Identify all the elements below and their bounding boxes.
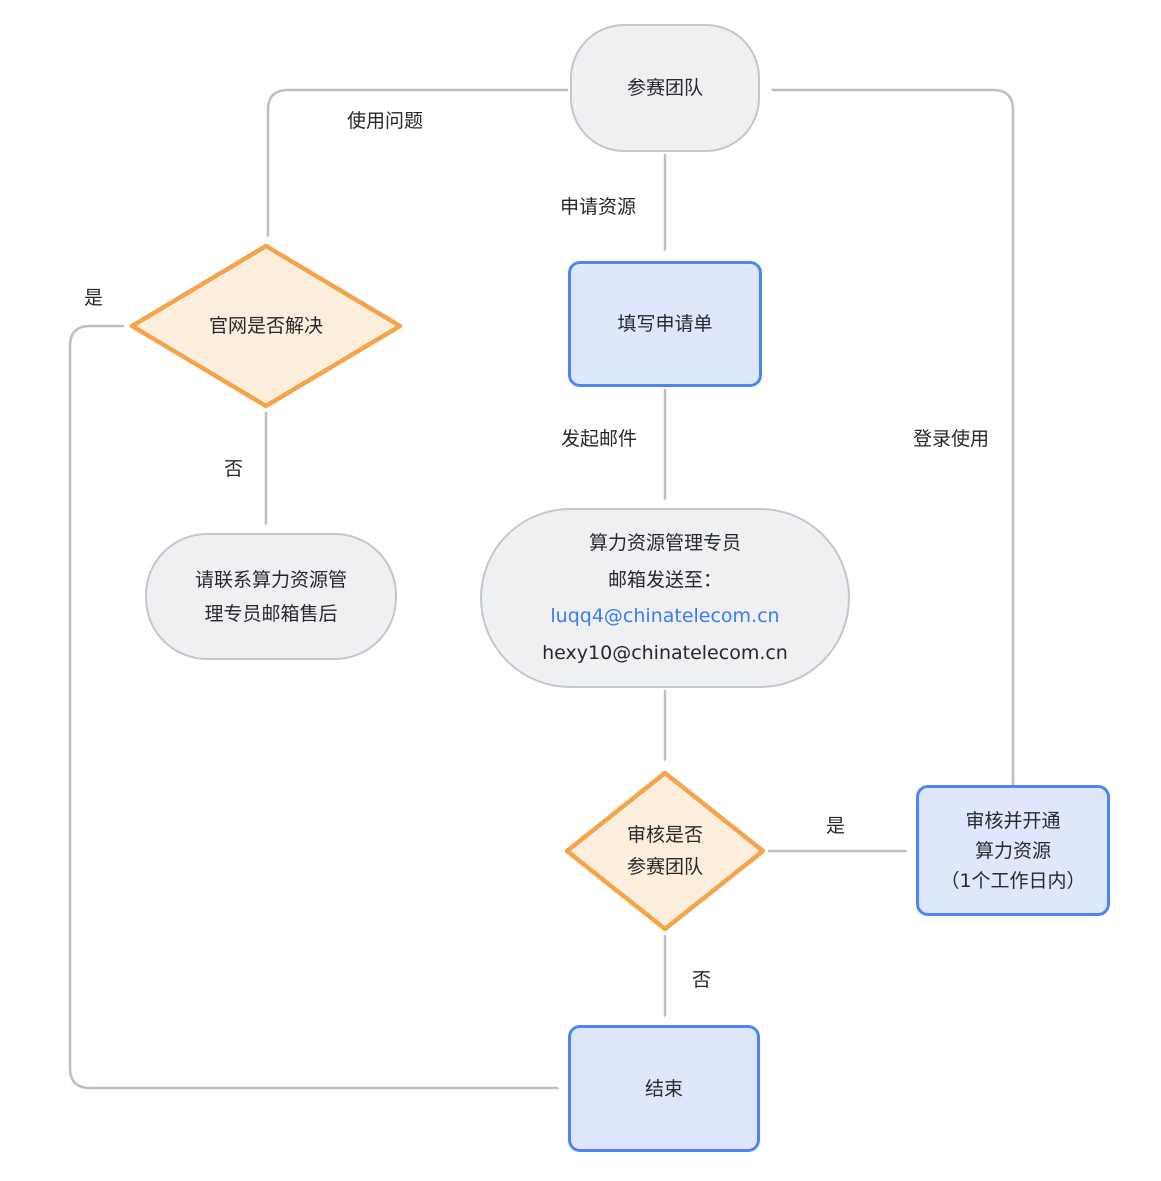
edge-label-send-mail: 发起邮件 [561,428,638,450]
node-end: 结束 [568,1025,760,1152]
edge-label-yes-right: 是 [826,815,846,837]
node-contact-line1: 请联系算力资源管 [194,568,347,591]
node-website-label: 官网是否解决 [166,310,366,342]
node-team-label: 参赛团队 [626,77,703,99]
node-approve: 审核并开通 算力资源 （1个工作日内） [916,785,1110,916]
node-review-line1: 审核是否 [626,824,703,846]
node-fill-form-label: 填写申请单 [617,313,713,335]
node-team: 参赛团队 [570,24,760,152]
node-review-line2: 参赛团队 [626,856,703,878]
node-fill-form: 填写申请单 [568,261,762,387]
node-approve-line2: 算力资源 [974,839,1051,862]
node-contact-line2: 理专员邮箱售后 [204,602,338,625]
edge-label-no-right: 否 [692,969,712,991]
website-decision-diamond [129,243,403,409]
node-review-label: 审核是否 参赛团队 [565,819,765,883]
node-email-line4: hexy10@chinatelecom.cn [542,641,788,664]
node-email-line1: 算力资源管理专员 [588,532,741,554]
node-email-line2: 邮箱发送至： [607,568,722,591]
node-approve-line1: 审核并开通 [965,809,1061,832]
edge-label-login-use: 登录使用 [913,428,990,450]
email-link[interactable]: luqq4@chinatelecom.cn [550,605,780,627]
edge-label-usage-issue: 使用问题 [347,110,424,132]
review-decision-diamond [564,770,766,932]
edge-label-no-left: 否 [224,458,244,480]
node-end-label: 结束 [644,1077,683,1100]
node-website-line: 官网是否解决 [208,315,323,337]
node-email: 算力资源管理专员 邮箱发送至： luqq4@chinatelecom.cn he… [480,508,850,688]
edge-website-yes [68,324,558,1088]
node-approve-line3: （1个工作日内） [940,869,1086,892]
edge-usage-issue [268,88,568,236]
edge-login-use [772,90,1015,786]
node-contact: 请联系算力资源管 理专员邮箱售后 [145,533,397,660]
edge-label-apply-resource: 申请资源 [560,196,637,218]
edge-label-yes-left: 是 [84,287,104,309]
